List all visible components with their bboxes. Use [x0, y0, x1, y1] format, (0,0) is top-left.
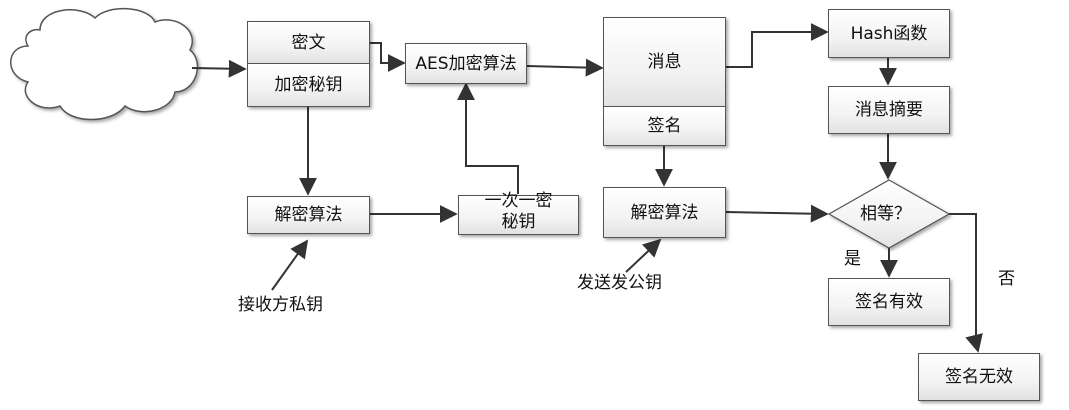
arrow-onetime-key-to-aes [457, 82, 519, 194]
hash-function-box: Hash函数 [828, 9, 950, 58]
message-digest-box: 消息摘要 [828, 86, 950, 134]
encryption-key-label: 加密秘钥 [274, 75, 343, 95]
ciphertext-box: 密文 [247, 21, 370, 64]
arrow-decrypt-right-to-decision [725, 204, 829, 223]
arrow-ciphertext-to-aes [369, 42, 406, 72]
one-time-key-label: 一次一密秘钥 [484, 191, 553, 232]
message-box: 消息 [603, 17, 726, 107]
arrow-decision-to-invalid [949, 213, 983, 353]
decrypt-algorithm-right-label: 解密算法 [630, 202, 699, 223]
sender-public-key-label: 发送发公钥 [577, 273, 662, 293]
one-time-key-box: 一次一密秘钥 [458, 191, 579, 235]
encryption-key-box: 加密秘钥 [247, 63, 370, 107]
signature-box: 签名 [603, 106, 726, 146]
no-label: 否 [998, 269, 1015, 289]
signature-invalid-box: 签名无效 [918, 353, 1040, 401]
yes-label: 是 [844, 249, 861, 269]
signature-valid-box: 签名有效 [828, 278, 950, 326]
message-digest-label: 消息摘要 [855, 100, 923, 120]
aes-algorithm-label: AES加密算法 [415, 53, 517, 74]
hash-function-label: Hash函数 [850, 23, 928, 44]
decision-label: 相等？ [860, 204, 911, 224]
message-label: 消息 [647, 52, 682, 72]
arrow-aes-to-message [526, 58, 604, 77]
receiver-private-key-label: 接收方私钥 [238, 295, 323, 315]
cloud-shape [10, 7, 199, 121]
arrow-cloud-to-ciphertext [191, 59, 247, 78]
aes-algorithm-box: AES加密算法 [405, 43, 527, 84]
signature-invalid-label: 签名无效 [945, 367, 1013, 387]
signature-label: 签名 [647, 116, 682, 136]
decrypt-algorithm-left-label: 解密算法 [274, 205, 343, 225]
signature-valid-label: 签名有效 [855, 292, 923, 312]
arrow-message-to-hash [726, 23, 829, 68]
arrow-public-key-to-decrypt [625, 238, 662, 273]
decrypt-algorithm-left-box: 解密算法 [247, 196, 370, 234]
ciphertext-label: 密文 [291, 32, 326, 53]
arrow-private-key-to-decrypt [271, 239, 309, 291]
decrypt-algorithm-right-box: 解密算法 [603, 187, 726, 238]
